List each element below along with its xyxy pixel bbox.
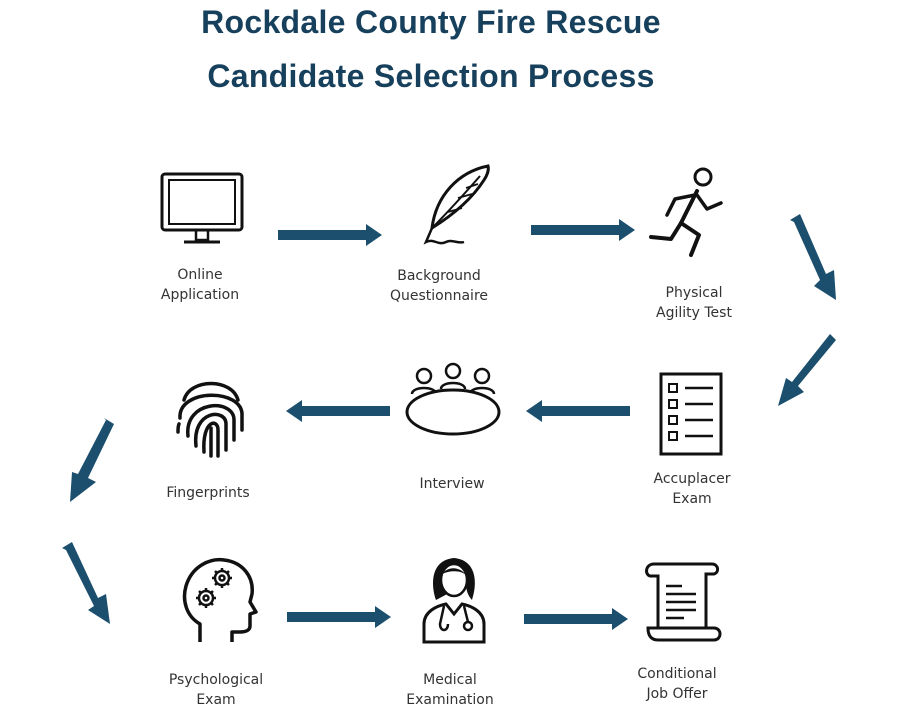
step-label: Fingerprints: [166, 485, 250, 501]
head-gears-icon: [182, 557, 258, 642]
arrow-diagonal-down-left: [70, 418, 114, 502]
meeting-table-icon: [405, 362, 501, 436]
page-title-line-2: Candidate Selection Process: [207, 58, 655, 94]
arrow-diagonal-down-right: [790, 214, 836, 300]
doctor-icon: [422, 558, 486, 644]
arrow-diagonal-down-left: [778, 332, 836, 406]
arrow-right: [531, 219, 635, 241]
monitor-icon: [160, 172, 244, 244]
page-title-line-1: Rockdale County Fire Rescue: [201, 4, 661, 40]
arrow-diagonal-down-right: [62, 542, 110, 624]
arrow-left: [526, 400, 630, 422]
runner-icon: [649, 167, 723, 257]
feather-pen-icon: [423, 164, 490, 245]
arrow-right: [524, 608, 628, 630]
fingerprint-icon: [176, 381, 244, 458]
scroll-icon: [645, 562, 722, 642]
step-label: Interview: [419, 476, 485, 492]
arrow-right: [287, 606, 391, 628]
arrow-right: [278, 224, 382, 246]
checklist-icon: [659, 372, 723, 456]
arrow-left: [286, 400, 390, 422]
